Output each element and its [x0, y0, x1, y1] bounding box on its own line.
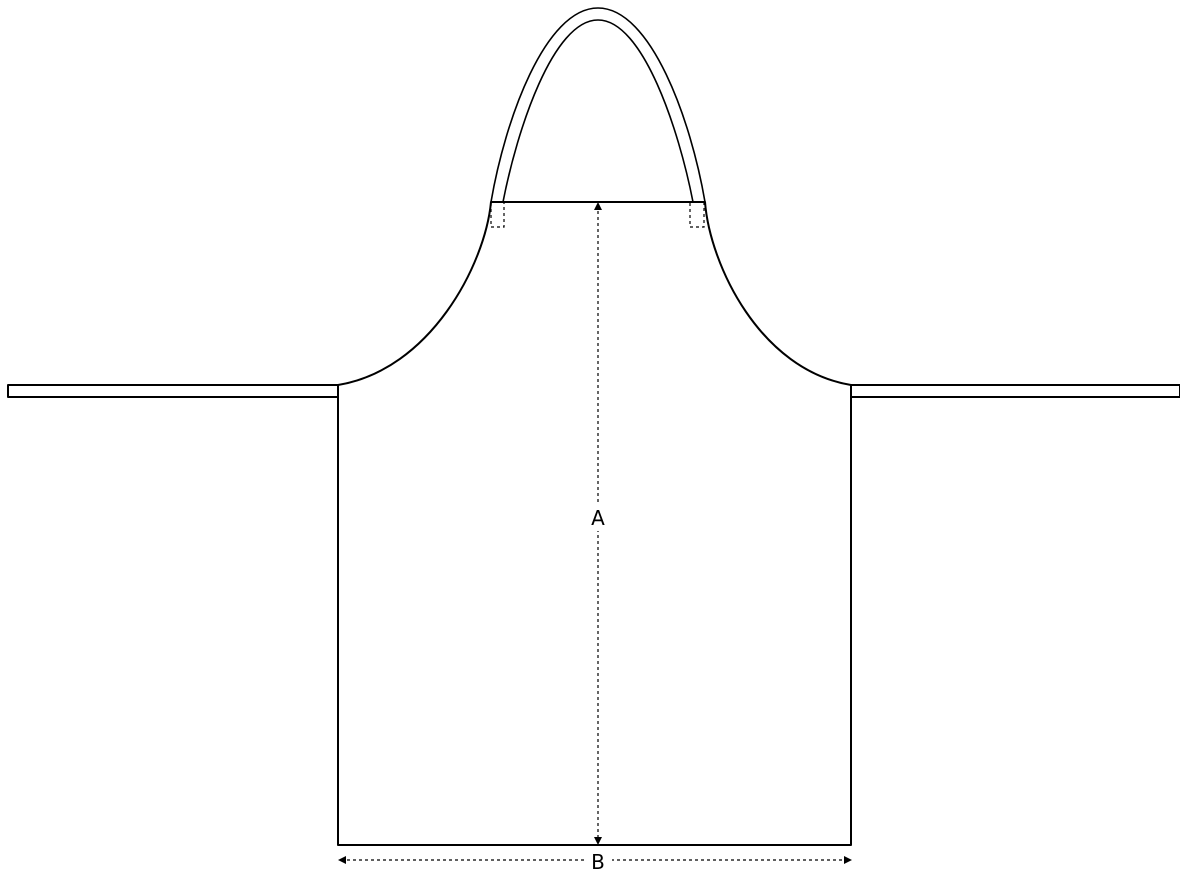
left-strap-attachment — [490, 203, 505, 228]
dimension-b-label: B — [591, 850, 605, 874]
dimension-a-arrow-bottom — [594, 837, 602, 845]
right-strap-attachment — [689, 203, 705, 228]
dimension-b-arrow-left — [338, 856, 346, 864]
neck-strap-outer — [490, 7, 706, 203]
right-waist-tie — [850, 384, 1180, 398]
neck-strap — [490, 7, 706, 203]
dimension-a-label: A — [591, 506, 605, 530]
left-waist-tie — [7, 384, 339, 398]
dimension-b: B — [338, 848, 852, 874]
neck-strap-inner — [502, 19, 694, 203]
dimension-a: A — [586, 202, 610, 845]
dimension-b-arrow-right — [844, 856, 852, 864]
dimension-a-arrow-top — [594, 202, 602, 210]
